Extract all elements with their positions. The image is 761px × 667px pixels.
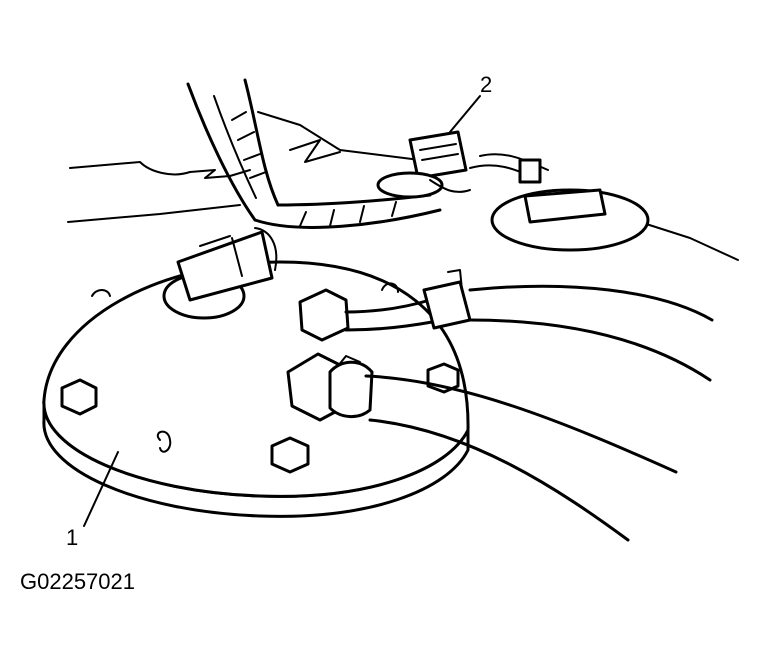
flange-bolts — [60, 282, 460, 474]
fuel-filter-fitting — [469, 153, 650, 252]
pump-electrical-connector — [162, 227, 278, 320]
callout-2-label: 2 — [480, 72, 493, 97]
fuel-feed-hose — [286, 352, 678, 542]
callout-2-leader — [449, 95, 481, 133]
fuel-return-line — [298, 269, 714, 382]
wiring-harness — [186, 78, 442, 229]
callout-1-label: 1 — [66, 525, 79, 550]
tank-surface — [67, 111, 739, 261]
bolt — [270, 436, 310, 474]
fuel-sender-connector — [376, 130, 471, 199]
bolt — [60, 378, 98, 416]
figure-code: G02257021 — [20, 569, 135, 594]
callout-1-leader — [83, 451, 119, 527]
fuel-pump-flange — [42, 260, 470, 518]
